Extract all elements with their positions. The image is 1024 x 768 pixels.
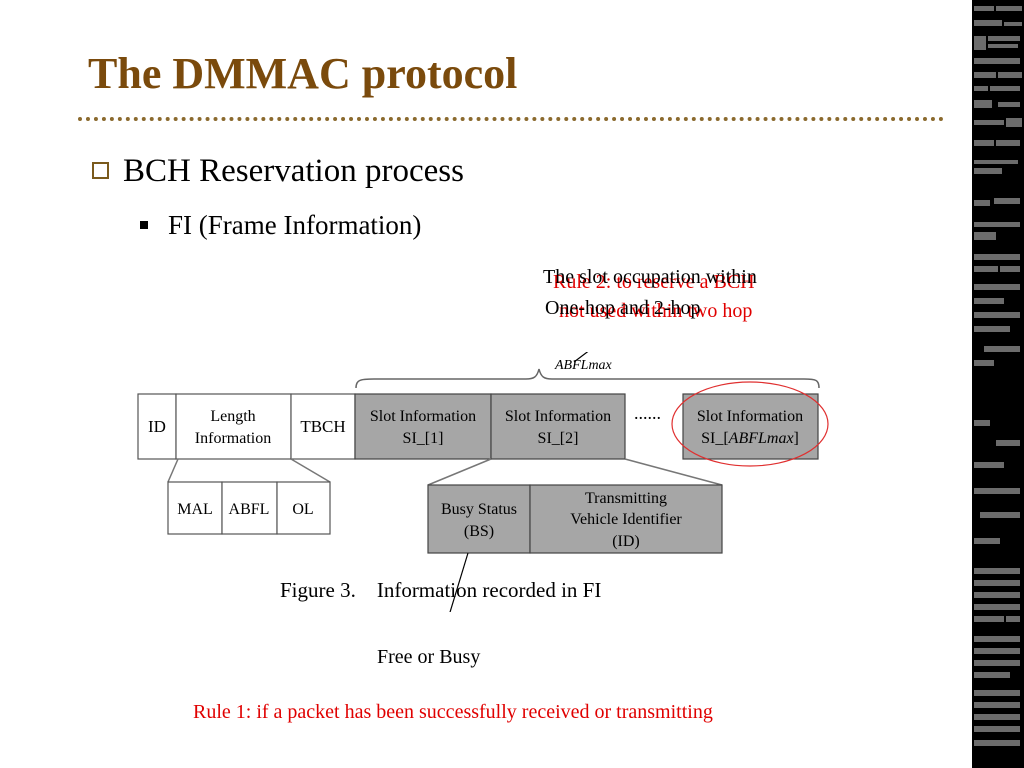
tx-line2: Vehicle Identifier — [570, 511, 682, 528]
filled-square-bullet-icon — [140, 221, 148, 229]
bullet-level2-text: FI (Frame Information) — [168, 210, 422, 240]
bullet-level1-text: BCH Reservation process — [123, 153, 464, 189]
slot-note-line2: One-hop and 2-hop — [545, 297, 701, 319]
sin-suffix: ] — [794, 430, 799, 447]
subfield-ol — [276, 481, 331, 535]
field-slot-information-n — [682, 393, 819, 460]
subfield-busy-status — [427, 484, 531, 554]
annotation-arrow-up — [573, 352, 589, 363]
abfl-label: ABFLmax — [554, 358, 613, 373]
busy-status-arrow — [449, 552, 469, 612]
bs-line2: (BS) — [464, 523, 494, 540]
si2-line2: SI_[2] — [538, 430, 579, 447]
si1-line1: Slot Information — [370, 408, 476, 425]
sin-line2: SI_[ABFLmax] — [701, 430, 799, 447]
field-slot-information-1 — [354, 393, 492, 460]
title-dotted-divider — [78, 117, 944, 121]
subfield-abfl — [221, 481, 278, 535]
sin-line1: Slot Information — [697, 408, 803, 425]
field-length-line2: Information — [195, 430, 271, 447]
field-tbch-label: TBCH — [300, 417, 345, 436]
subfield-transmitting-vehicle-id — [529, 484, 723, 554]
abfl-brace — [355, 368, 820, 389]
field-slot-information-2 — [490, 393, 626, 460]
subfield-mal-label: MAL — [177, 501, 213, 518]
subfield-ol-label: OL — [292, 501, 313, 518]
field-length-line1: Length — [210, 408, 255, 425]
field-length-information — [175, 393, 292, 460]
bs-line1: Busy Status — [441, 501, 517, 518]
rule2-line2: not used within two hop — [559, 300, 753, 322]
fi-figure: ABFLmax ID Length Information TBCH Slot … — [137, 352, 829, 612]
fields-ellipsis: ...... — [634, 403, 661, 423]
rule1-text: Rule 1: if a packet has been successfull… — [193, 701, 713, 723]
bullet-level1: BCH Reservation process — [92, 155, 464, 188]
highlight-ellipse — [671, 381, 829, 467]
tx-line1: Transmitting — [585, 490, 667, 507]
slide-title: The DMMAC protocol — [88, 49, 518, 98]
hollow-square-bullet-icon — [92, 162, 109, 179]
field-id-label: ID — [148, 417, 166, 436]
free-or-busy-label: Free or Busy — [377, 646, 481, 668]
decorative-side-strip — [972, 0, 1024, 768]
subfield-abfl-label: ABFL — [229, 501, 270, 518]
field-id — [137, 393, 177, 460]
sin-prefix: SI_[ — [701, 430, 729, 447]
si2-line1: Slot Information — [505, 408, 611, 425]
bullet-level2: FI (Frame Information) — [140, 212, 421, 239]
figure-caption: Figure 3. Information recorded in FI — [280, 578, 601, 602]
si1-line2: SI_[1] — [403, 430, 444, 447]
slot-note-line1: The slot occupation within — [543, 266, 757, 288]
sin-italic: ABFLmax — [728, 430, 794, 447]
tx-line3: (ID) — [612, 533, 640, 550]
rule2-line1: Rule 2: to reserve a BCH — [553, 271, 755, 293]
